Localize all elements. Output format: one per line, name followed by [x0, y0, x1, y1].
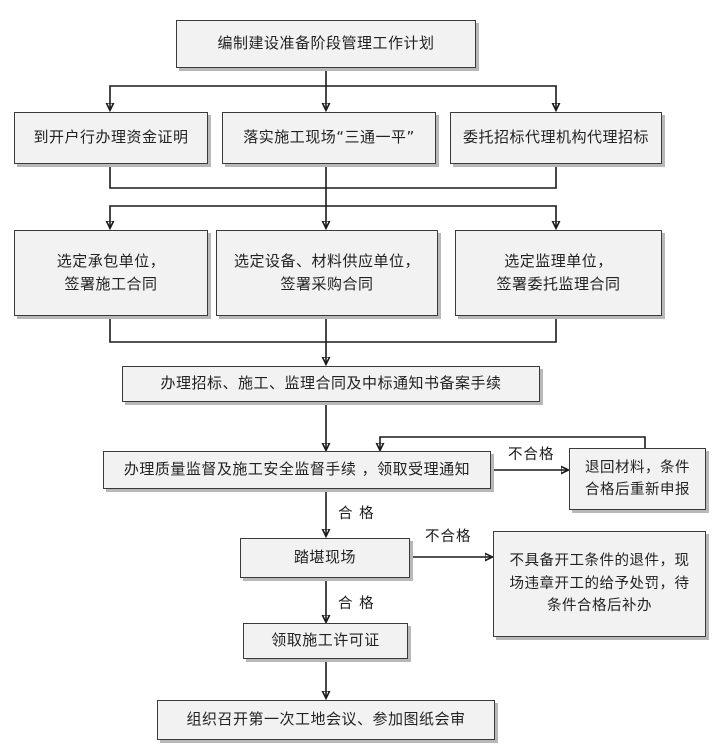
node-select-contractor[interactable]: 选定承包单位， 签署施工合同: [14, 230, 208, 316]
node-bank-fund-certificate[interactable]: 到开户行办理资金证明: [14, 112, 208, 164]
node-line: 到开户行办理资金证明: [33, 128, 189, 147]
wire-busB-left: [110, 205, 326, 228]
node-line: 退回材料，条件: [585, 459, 690, 476]
node-line: 踏堪现场: [293, 548, 356, 567]
wire-busB-right: [326, 205, 556, 228]
wire-busA-right: [326, 85, 556, 110]
node-quality-safety-supervision[interactable]: 办理质量监督及施工安全监督手续 ，领取受理通知: [103, 451, 491, 489]
node-site-survey[interactable]: 踏堪现场: [240, 538, 410, 578]
wire-busA-left: [110, 85, 326, 110]
node-work-plan[interactable]: 编制建设准备阶段管理工作计划: [176, 20, 476, 68]
node-select-supplier[interactable]: 选定设备、材料供应单位， 签署采购合同: [216, 230, 438, 316]
node-penalty-notice[interactable]: 不具备开工条件的退件，现 场违章开工的给予处罚，待 条件合格后补办: [493, 531, 706, 637]
node-line: 不具备开工条件的退件，现: [509, 553, 690, 570]
edge-label-qualified-2: 合 格: [338, 596, 375, 612]
node-line: 选定承包单位，: [56, 251, 166, 270]
edge-label-qualified-1: 合 格: [338, 506, 375, 522]
node-line: 组织召开第一次工地会议、参加图纸会审: [186, 710, 466, 729]
edge-label-unqualified-1: 不合格: [508, 447, 555, 463]
node-line: 选定监理单位，: [504, 251, 613, 270]
node-line: 办理质量监督及施工安全监督手续 ，领取受理通知: [123, 460, 471, 479]
node-site-three-connections[interactable]: 落实施工现场“三通一平”: [222, 112, 436, 164]
node-first-site-meeting[interactable]: 组织召开第一次工地会议、参加图纸会审: [157, 700, 495, 740]
node-line: 签署施工合同: [64, 275, 158, 293]
node-line: 签署委托监理合同: [496, 275, 621, 293]
node-line: 领取施工许可证: [271, 631, 380, 650]
node-bidding-agency[interactable]: 委托招标代理机构代理招标: [450, 112, 662, 164]
node-line: 委托招标代理机构代理招标: [462, 128, 649, 147]
edge-label-unqualified-2: 不合格: [425, 529, 472, 545]
node-line: 选定设备、材料供应单位，: [233, 251, 420, 270]
node-line: 办理招标、施工、监理合同及中标通知书备案手续: [160, 374, 502, 393]
node-select-supervisor[interactable]: 选定监理单位， 签署委托监理合同: [455, 230, 662, 316]
node-return-materials[interactable]: 退回材料，条件 合格后重新申报: [569, 448, 706, 510]
node-line: 落实施工现场“三通一平”: [243, 128, 415, 147]
node-construction-permit[interactable]: 领取施工许可证: [243, 623, 408, 659]
node-line: 条件合格后补办: [547, 598, 652, 615]
node-contract-filing[interactable]: 办理招标、施工、监理合同及中标通知书备案手续: [122, 366, 540, 402]
wire-row2-merge: [109, 164, 557, 189]
node-line: 场违章开工的给予处罚，待: [509, 575, 690, 592]
wire-row3-merge: [109, 316, 557, 343]
node-line: 签署采购合同: [280, 275, 374, 293]
node-line: 编制建设准备阶段管理工作计划: [217, 34, 435, 53]
node-line: 合格后重新申报: [585, 482, 690, 498]
